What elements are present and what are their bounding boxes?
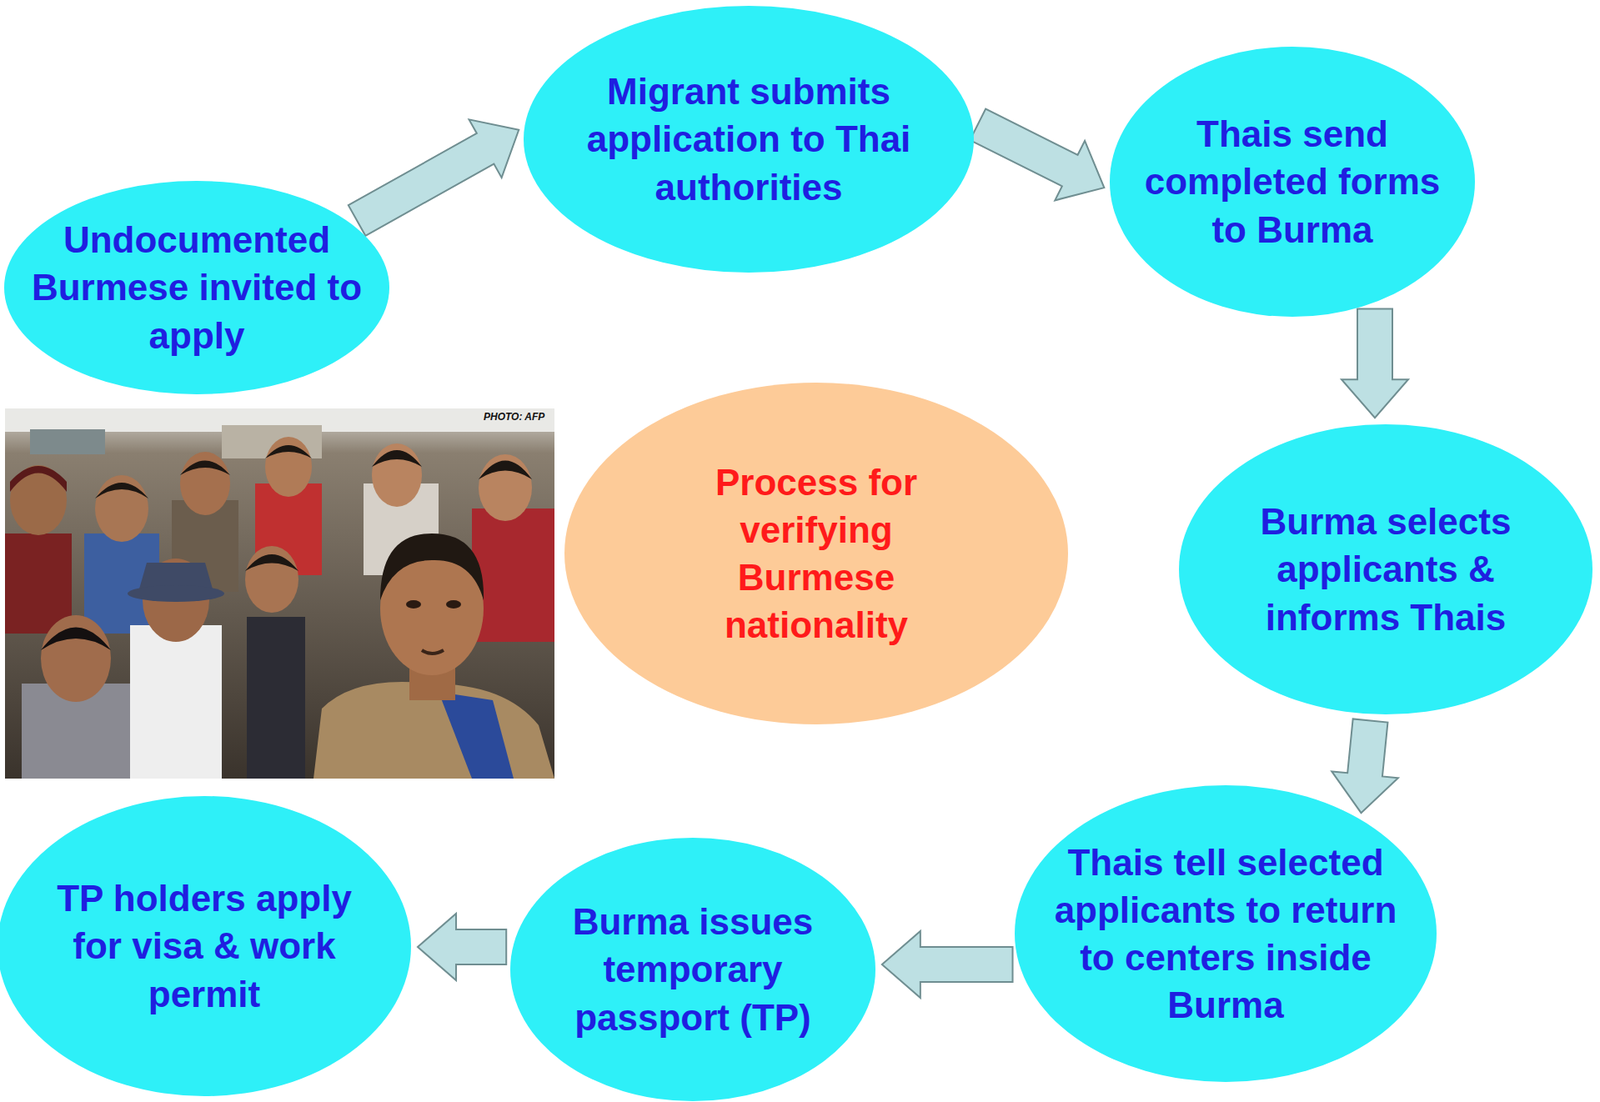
process-ellipse: Burma selects applicants & informs Thais: [1178, 424, 1593, 715]
process-ellipse: Burma issues temporary passport (TP): [510, 837, 876, 1102]
process-ellipse: Thais tell selected applicants to return…: [1014, 785, 1437, 1083]
block-arrow: [1341, 309, 1409, 419]
block-arrow: [1331, 718, 1399, 813]
process-ellipse: TP holders apply for visa & work permit: [0, 796, 412, 1097]
photo-credit: PHOTO: AFP: [481, 411, 547, 423]
block-arrow: [417, 913, 507, 981]
node-text: Process for verifying Burmese nationalit…: [678, 458, 954, 650]
node-text: Burma selects applicants & informs Thais: [1210, 497, 1561, 642]
crowd-photo: [5, 408, 555, 779]
ellipse-outline: [564, 382, 1069, 725]
node-text: Burma issues temporary passport (TP): [534, 897, 852, 1042]
process-ellipse: Thais send completed forms to Burma: [1109, 46, 1475, 317]
node-text: Migrant submits application to Thai auth…: [573, 67, 924, 211]
ellipse-outline: [1014, 785, 1437, 1083]
block-arrow: [882, 931, 1014, 999]
node-text: Thais tell selected applicants to return…: [1042, 838, 1410, 1030]
node-text: Thais send completed forms to Burma: [1133, 110, 1451, 254]
process-ellipse: Migrant submits application to Thai auth…: [523, 5, 974, 273]
node-text: Undocumented Burmese invited to apply: [21, 215, 372, 360]
block-arrow: [348, 119, 519, 236]
center-title-ellipse: Process for verifying Burmese nationalit…: [564, 382, 1069, 725]
node-text: TP holders apply for visa & work permit: [37, 874, 372, 1019]
block-arrow: [969, 109, 1104, 201]
process-ellipse: Undocumented Burmese invited to apply: [4, 180, 390, 395]
